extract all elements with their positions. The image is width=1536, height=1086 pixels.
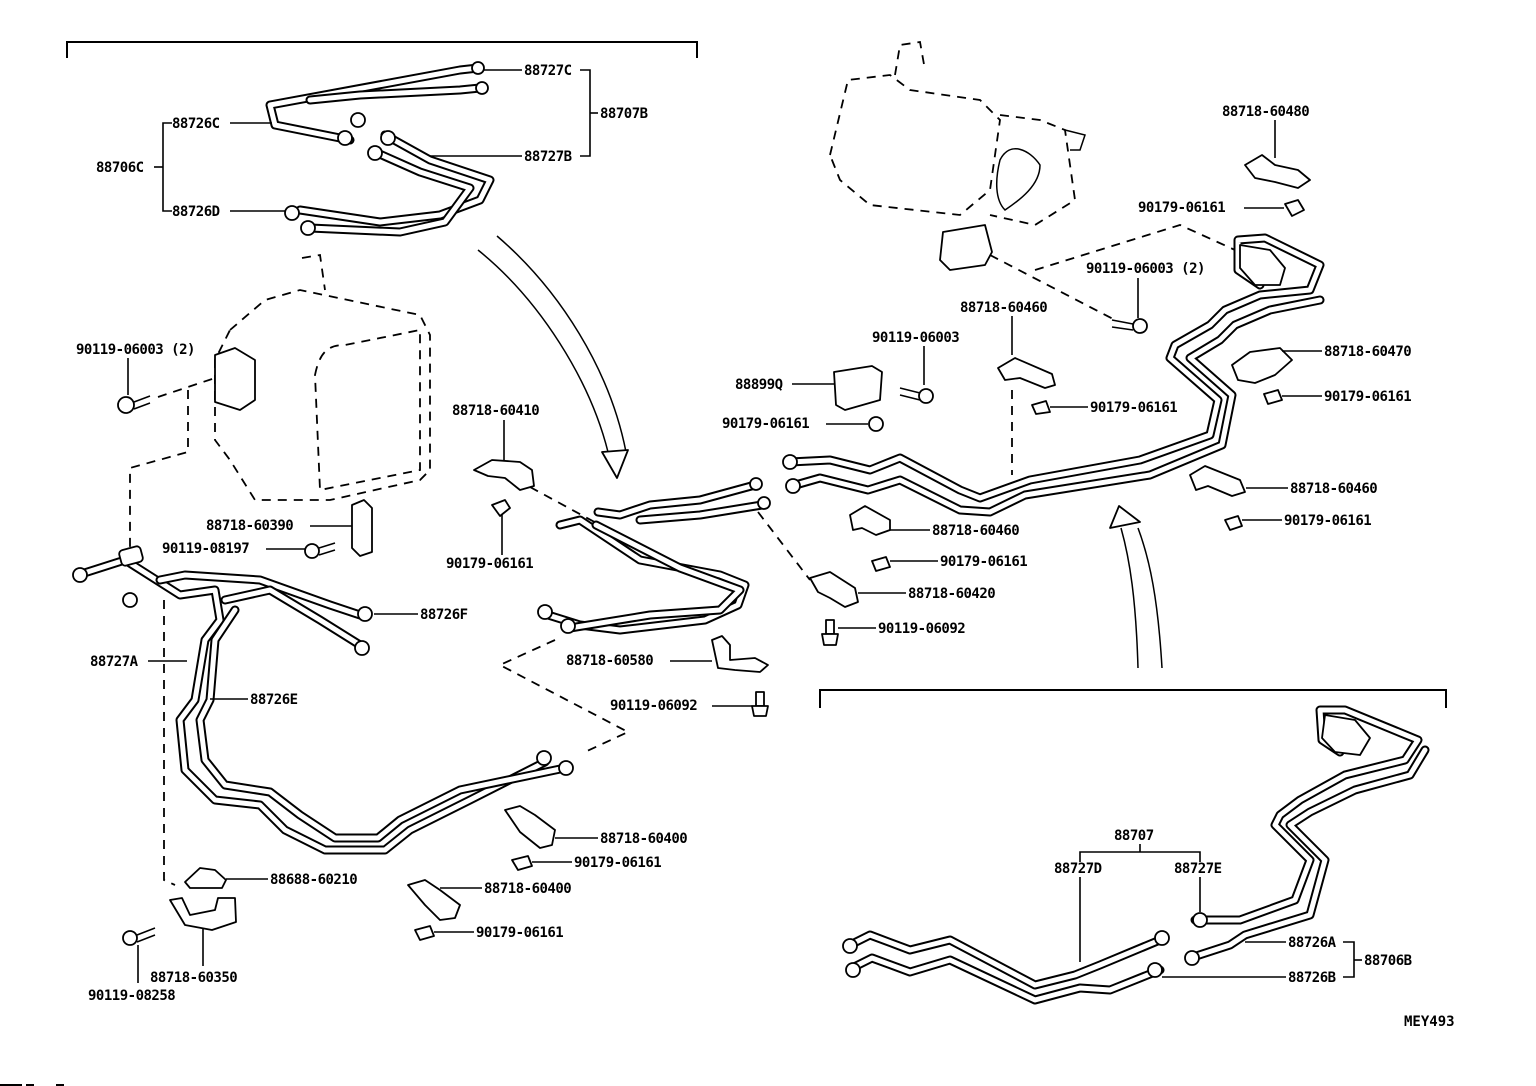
fitting-nut-icon	[367, 145, 383, 161]
label-88726F: 88726F	[420, 607, 468, 623]
label-90119-06092-b: 90119-06092	[878, 621, 965, 637]
label-88706B: 88706B	[1364, 953, 1412, 969]
fitting-nut-icon	[337, 130, 353, 146]
bolt-icon	[304, 542, 336, 559]
label-88727B: 88727B	[524, 149, 572, 165]
grommet-nut-icon	[414, 925, 435, 941]
clamp-88718-60460-icon	[997, 357, 1056, 389]
fitting-nut-icon	[471, 61, 485, 75]
fitting-nut-icon	[300, 220, 316, 236]
fitting-nut-icon	[475, 81, 489, 95]
clamp-88718-60460-icon	[1189, 465, 1246, 497]
figure-code: MEY493	[1404, 1014, 1455, 1030]
flow-arrow-down	[477, 235, 629, 479]
tube-assembly-right-main	[782, 233, 1325, 517]
label-88718-60420: 88718-60420	[908, 586, 995, 602]
label-90119-06003-2-right: 90119-06003 (2)	[1086, 261, 1205, 277]
fitting-nut-icon	[284, 205, 300, 221]
tube-assembly-88706C	[265, 61, 495, 237]
label-88707B: 88707B	[600, 106, 648, 122]
label-90179-06161-i: 90179-06161	[940, 554, 1027, 570]
label-88718-60460-b: 88718-60460	[1290, 481, 1377, 497]
label-90179-06161-b: 90179-06161	[574, 855, 661, 871]
label-88726A: 88726A	[1288, 935, 1337, 951]
label-90119-08258: 90119-08258	[88, 988, 175, 1004]
label-90119-06003-2-left: 90119-06003 (2)	[76, 342, 195, 358]
label-88726C: 88726C	[172, 116, 220, 132]
clamp-88718-60470-icon	[1231, 347, 1293, 384]
clamp-88718-60420-icon	[809, 571, 859, 608]
clamp-88718-60460-icon	[849, 505, 891, 536]
heater-unit-right-phantom	[829, 40, 1086, 271]
grommet-nut-icon	[1031, 400, 1051, 415]
label-88726E: 88726E	[250, 692, 298, 708]
clip-88718-60390-icon	[351, 499, 373, 557]
bolt-icon	[1111, 318, 1148, 334]
label-88718-60580: 88718-60580	[566, 653, 653, 669]
top-left-group-frame	[66, 41, 698, 58]
grommet-nut-icon	[491, 499, 511, 517]
fitting-nut-icon	[380, 130, 396, 146]
clamp-88718-60480-icon	[1244, 154, 1311, 189]
label-88727E: 88727E	[1174, 861, 1222, 877]
bracket-88718-60350-icon	[169, 897, 237, 931]
tube-assembly-middle	[537, 477, 771, 635]
clamp-88718-60580-icon	[711, 635, 769, 673]
grommet-nut-icon	[511, 855, 533, 871]
label-88718-60390: 88718-60390	[206, 518, 293, 534]
label-88718-60350: 88718-60350	[150, 970, 237, 986]
label-88726D: 88726D	[172, 204, 220, 220]
bolt-icon	[117, 395, 151, 414]
bolt-icon	[122, 927, 156, 946]
label-90119-06003-mid: 90119-06003	[872, 330, 959, 346]
label-90119-08197: 90119-08197	[162, 541, 249, 557]
label-88899Q: 88899Q	[735, 377, 783, 393]
label-90179-06161-a: 90179-06161	[446, 556, 533, 572]
label-88718-60400-b: 88718-60400	[484, 881, 571, 897]
label-90179-06161-c: 90179-06161	[476, 925, 563, 941]
label-88727C: 88727C	[524, 63, 572, 79]
label-90179-06161-e: 90179-06161	[1090, 400, 1177, 416]
label-88718-60480: 88718-60480	[1222, 104, 1309, 120]
label-90179-06161-f: 90179-06161	[1138, 200, 1225, 216]
grommet-nut-icon	[1284, 199, 1305, 217]
nut-icon	[868, 416, 884, 432]
clamp-88718-60410-icon	[473, 459, 535, 491]
label-90179-06161-h: 90179-06161	[1284, 513, 1371, 529]
clip-88688-60210-icon	[184, 867, 227, 889]
label-90179-06161-d: 90179-06161	[722, 416, 809, 432]
flow-arrow-up	[1109, 505, 1163, 669]
bottom-right-group-frame	[819, 689, 1447, 708]
clamp-88718-60400-b-icon	[407, 879, 461, 921]
grommet-nut-icon	[871, 556, 891, 572]
label-90179-06161-g: 90179-06161	[1324, 389, 1411, 405]
label-88707: 88707	[1114, 828, 1154, 844]
fitting-nut-icon	[350, 112, 366, 128]
label-88718-60400-a: 88718-60400	[600, 831, 687, 847]
label-88727D: 88727D	[1054, 861, 1102, 877]
bolt-icon	[899, 387, 934, 404]
tube-assembly-88706B	[842, 705, 1430, 1005]
label-90119-06092-a: 90119-06092	[610, 698, 697, 714]
label-88718-60460-a: 88718-60460	[960, 300, 1047, 316]
label-88727A: 88727A	[90, 654, 139, 670]
cover-88899Q-icon	[833, 365, 883, 411]
tube-assembly-88727A-88726E	[72, 545, 574, 855]
grommet-nut-icon	[1224, 515, 1243, 531]
label-88688-60210: 88688-60210	[270, 872, 357, 888]
label-88718-60410: 88718-60410	[452, 403, 539, 419]
grommet-nut-icon	[1263, 389, 1283, 405]
bolt-icon	[751, 691, 769, 717]
label-88718-60470: 88718-60470	[1324, 344, 1411, 360]
label-88726B: 88726B	[1288, 970, 1336, 986]
label-88718-60460-c: 88718-60460	[932, 523, 1019, 539]
heater-unit-left-phantom	[214, 253, 431, 501]
clamp-88718-60400-a-icon	[504, 805, 556, 849]
bolt-icon	[821, 619, 839, 646]
label-88706C: 88706C	[96, 160, 144, 176]
